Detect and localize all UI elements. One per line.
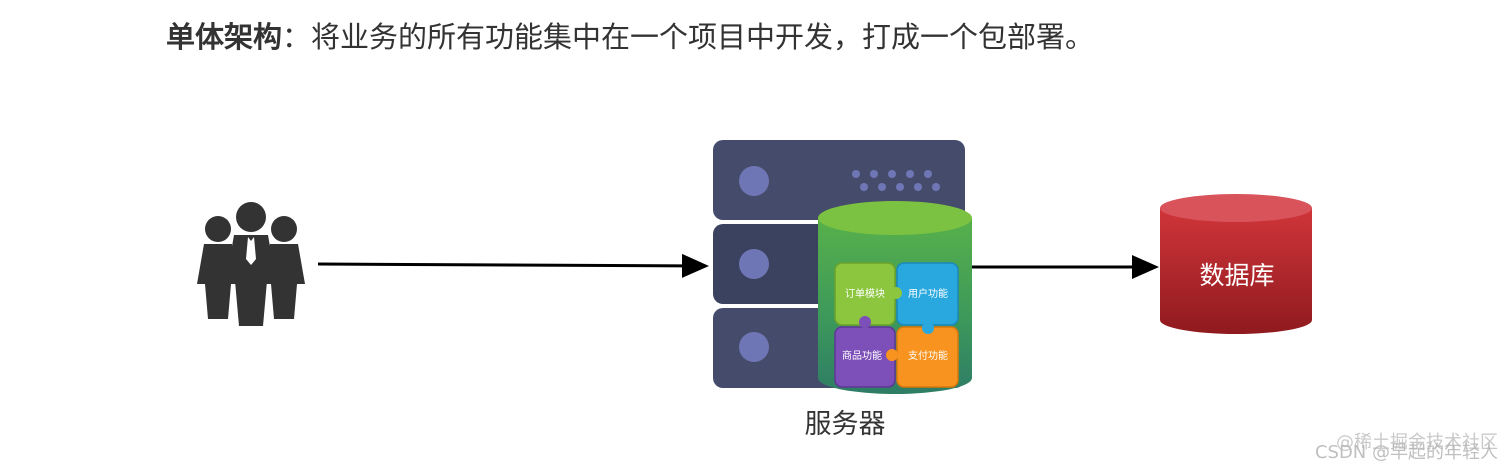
caption-separator: ： <box>282 20 312 54</box>
database-icon: 数据库 <box>1160 194 1312 334</box>
caption-text: 将业务的所有功能集中在一个项目中开发，打成一个包部署。 <box>311 20 1095 54</box>
watermark-csdn: CSDN @早起的年轻人 <box>1314 442 1498 463</box>
diagram-caption: 单体架构：将业务的所有功能集中在一个项目中开发，打成一个包部署。 <box>166 14 1094 60</box>
module-user: 用户功能 <box>896 262 959 326</box>
module-payment: 支付功能 <box>896 326 959 388</box>
puzzle-connectors <box>859 287 934 361</box>
module-order: 订单模块 <box>834 262 896 326</box>
arrow-users-to-server <box>317 253 709 278</box>
server-label: 服务器 <box>804 409 886 440</box>
database-label: 数据库 <box>1199 261 1274 290</box>
module-order-label: 订单模块 <box>845 288 885 300</box>
module-user-label: 用户功能 <box>908 287 948 300</box>
module-payment-label: 支付功能 <box>908 349 948 362</box>
caption-term: 单体架构 <box>166 20 283 54</box>
watermark-juejin: @稀土掘金技术社区 <box>1336 432 1498 453</box>
module-product: 商品功能 <box>834 326 896 388</box>
users-icon <box>197 202 305 326</box>
module-product-label: 商品功能 <box>842 349 882 362</box>
